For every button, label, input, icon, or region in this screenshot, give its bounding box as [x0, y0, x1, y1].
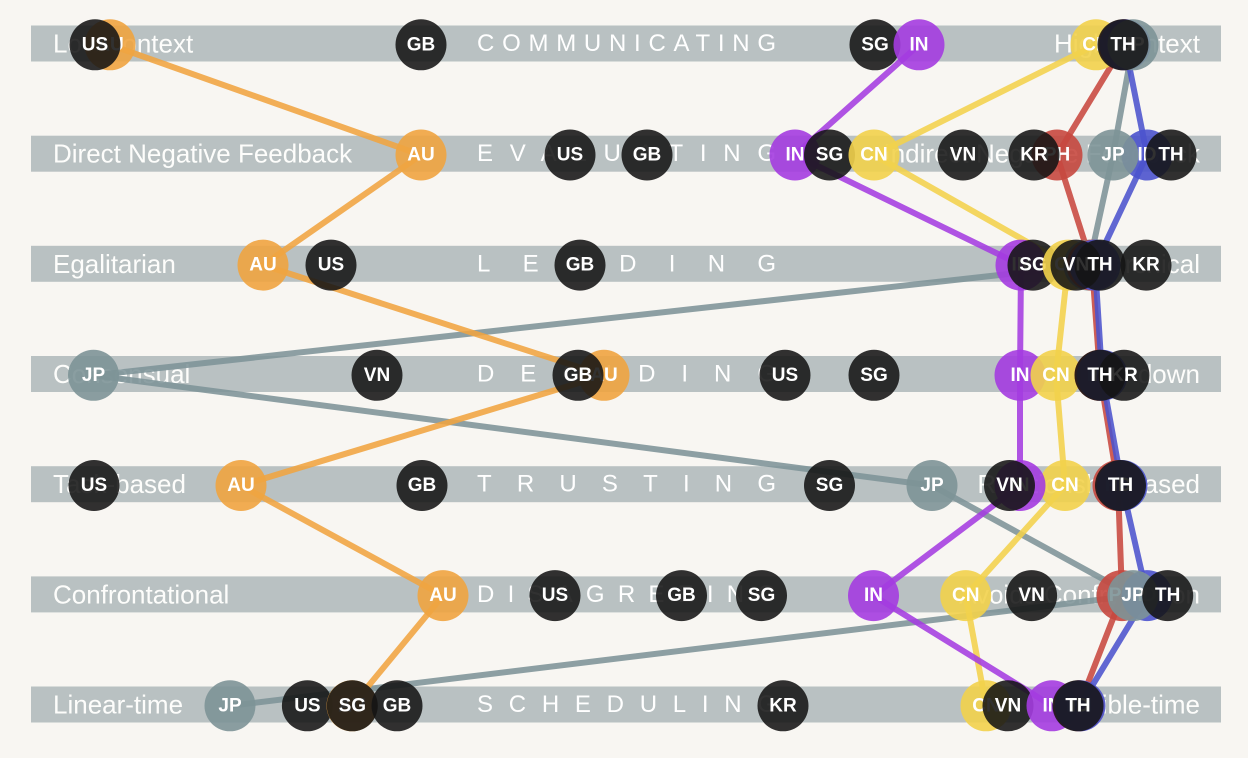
svg-text:VN: VN	[1018, 585, 1044, 606]
svg-text:US: US	[294, 695, 320, 716]
svg-text:CN: CN	[952, 585, 979, 606]
svg-text:KR: KR	[769, 695, 797, 716]
svg-text:JP: JP	[920, 475, 944, 496]
svg-text:JP: JP	[1121, 585, 1145, 606]
svg-text:VN: VN	[996, 475, 1022, 496]
svg-text:GB: GB	[633, 145, 662, 166]
svg-text:SG: SG	[1019, 255, 1046, 276]
svg-text:US: US	[81, 475, 107, 496]
svg-text:SG: SG	[861, 34, 888, 55]
svg-text:DISAGREEING: DISAGREEING	[477, 581, 776, 608]
svg-text:KR: KR	[1132, 255, 1160, 276]
svg-text:TH: TH	[1155, 585, 1180, 606]
svg-text:Confrontational: Confrontational	[53, 579, 229, 609]
svg-text:IN: IN	[1011, 365, 1030, 386]
svg-text:JP: JP	[218, 695, 242, 716]
svg-text:US: US	[542, 585, 568, 606]
svg-text:US: US	[318, 255, 344, 276]
svg-text:CN: CN	[860, 145, 887, 166]
svg-text:AU: AU	[227, 475, 254, 496]
svg-text:GB: GB	[408, 475, 437, 496]
svg-text:SG: SG	[816, 145, 843, 166]
svg-text:VN: VN	[950, 145, 976, 166]
svg-text:GB: GB	[566, 255, 595, 276]
svg-text:VN: VN	[364, 365, 390, 386]
svg-text:TH: TH	[1108, 475, 1133, 496]
svg-text:CN: CN	[1051, 475, 1078, 496]
svg-text:Direct Negative Feedback: Direct Negative Feedback	[53, 139, 353, 169]
svg-text:SG: SG	[748, 585, 775, 606]
svg-text:TH: TH	[1087, 365, 1112, 386]
svg-text:US: US	[82, 34, 108, 55]
svg-text:SG: SG	[860, 365, 887, 386]
svg-text:SG: SG	[339, 695, 366, 716]
svg-text:Linear-time: Linear-time	[53, 690, 183, 720]
svg-text:CN: CN	[1042, 365, 1069, 386]
svg-text:JP: JP	[82, 365, 106, 386]
svg-text:JP: JP	[1101, 145, 1125, 166]
svg-text:GB: GB	[407, 34, 436, 55]
svg-text:IN: IN	[910, 34, 929, 55]
svg-text:VN: VN	[995, 695, 1021, 716]
svg-text:GB: GB	[667, 585, 696, 606]
svg-text:KR: KR	[1020, 145, 1048, 166]
svg-text:GB: GB	[383, 695, 412, 716]
svg-text:TH: TH	[1158, 145, 1183, 166]
svg-text:US: US	[772, 365, 798, 386]
svg-text:SG: SG	[816, 475, 843, 496]
svg-text:TH: TH	[1110, 34, 1135, 55]
svg-text:GB: GB	[564, 365, 593, 386]
svg-text:AU: AU	[407, 145, 434, 166]
svg-text:AU: AU	[249, 255, 276, 276]
svg-text:AU: AU	[429, 585, 456, 606]
svg-text:US: US	[557, 145, 583, 166]
svg-text:TH: TH	[1087, 255, 1112, 276]
svg-text:IN: IN	[786, 145, 805, 166]
svg-text:Egalitarian: Egalitarian	[53, 249, 176, 279]
svg-text:TH: TH	[1065, 695, 1090, 716]
svg-text:IN: IN	[864, 585, 883, 606]
